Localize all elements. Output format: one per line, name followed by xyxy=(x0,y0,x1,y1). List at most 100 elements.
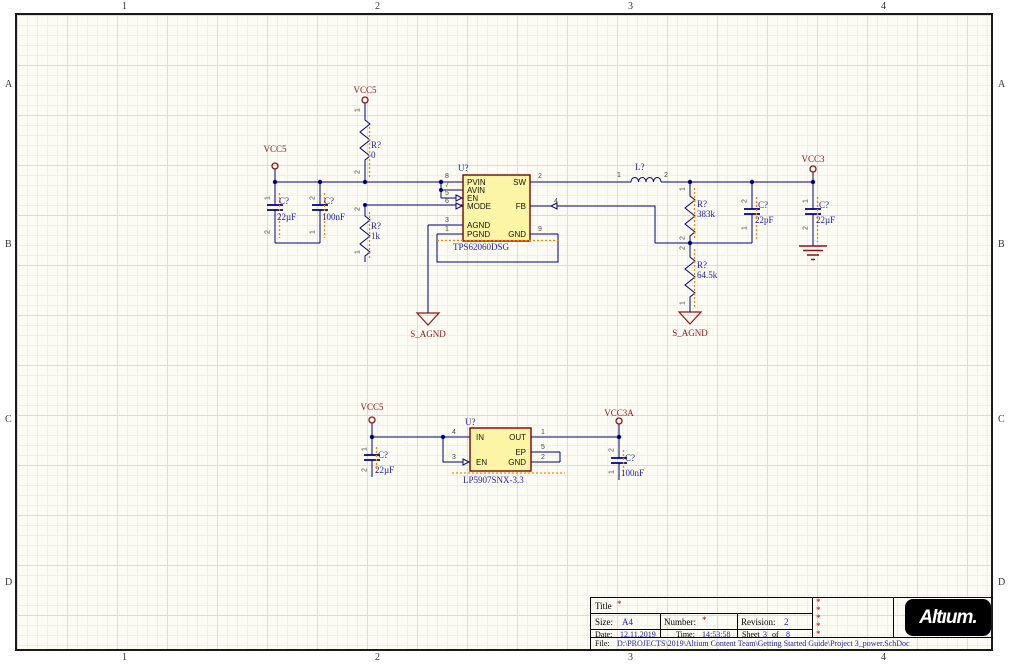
ind-l1-ref[interactable]: L? xyxy=(635,162,645,172)
u2-pin2-num: 2 xyxy=(541,453,545,461)
power-port-vcc3a-label[interactable]: VCC3A xyxy=(604,408,634,418)
zone-row-d-right: D xyxy=(998,577,1006,588)
param-placeholder-4: * xyxy=(816,621,821,631)
vcc3a-port-circle xyxy=(615,417,623,425)
u1-pin4-num: 4 xyxy=(554,197,558,205)
param-placeholder-2: * xyxy=(816,605,821,615)
res-r1-pin1: 1 xyxy=(354,108,362,112)
resistor-r4-zigzag xyxy=(684,243,696,312)
power-port-vcc3-label[interactable]: VCC3 xyxy=(801,154,825,164)
res-r1-pin2: 2 xyxy=(354,170,362,174)
u2-pin-in-name: IN xyxy=(476,432,484,442)
size-value: A4 xyxy=(622,617,633,627)
res-r3-ref[interactable]: R? xyxy=(697,199,707,209)
resistor-r1-zigzag xyxy=(359,103,371,182)
u1-pin-en-name: EN xyxy=(467,193,479,203)
cap-c2-pin2: 2 xyxy=(309,196,317,200)
resistor-r2-zigzag xyxy=(359,205,371,262)
file-label: File: xyxy=(595,639,610,648)
ic-u2-body xyxy=(469,427,532,472)
sagnd-left-label[interactable]: S_AGND xyxy=(410,329,446,339)
ind-l1-pin2: 2 xyxy=(664,172,668,179)
power-port-circles[interactable] xyxy=(271,96,817,425)
cap-c1-pin2: 2 xyxy=(264,230,272,234)
ic-u1-ref[interactable]: U? xyxy=(458,163,469,173)
res-r3-value[interactable]: 383k xyxy=(697,209,715,219)
u1-pin1-num: 1 xyxy=(445,225,449,233)
res-r2-value[interactable]: 1k xyxy=(371,231,380,241)
ic-u2-ref[interactable]: U? xyxy=(465,417,476,427)
wires[interactable] xyxy=(274,169,814,480)
ground-symbols[interactable] xyxy=(415,245,827,326)
zone-col-1-bottom: 1 xyxy=(122,652,127,663)
sagnd-right-label[interactable]: S_AGND xyxy=(672,328,708,338)
cap-c5-ref[interactable]: C? xyxy=(378,450,388,460)
res-r2-ref[interactable]: R? xyxy=(371,221,381,231)
res-r4-ref[interactable]: R? xyxy=(697,260,707,270)
cap-c6-pin1: 1 xyxy=(608,470,616,474)
res-r4-pin1: 1 xyxy=(679,301,687,305)
res-r1-ref[interactable]: R? xyxy=(371,140,381,150)
u1-pin6-num: 6 xyxy=(445,197,449,205)
u1-pin-sw-name: SW xyxy=(513,177,526,187)
res-r1-value[interactable]: 0 xyxy=(371,150,376,160)
u2-pin-gnd-name: GND xyxy=(508,457,526,467)
u2-pin4-num: 4 xyxy=(452,428,456,436)
zone-col-2-top: 2 xyxy=(375,1,380,12)
title-value: * xyxy=(617,599,622,609)
zone-row-b-left: B xyxy=(5,239,12,250)
cap-c4-value[interactable]: 22µF xyxy=(816,215,836,225)
cap-c4-pin2: 2 xyxy=(802,226,810,230)
param-placeholder-1: * xyxy=(816,597,821,607)
power-port-vcc5-r-label[interactable]: VCC5 xyxy=(353,85,377,95)
zone-col-4-bottom: 4 xyxy=(881,652,886,663)
cap-c6-value[interactable]: 100nF xyxy=(621,468,645,478)
cap-c2-ref[interactable]: C? xyxy=(324,196,334,206)
param-placeholder-3: * xyxy=(816,613,821,623)
number-label: Number: xyxy=(664,617,696,627)
revision-label: Revision: xyxy=(741,617,776,627)
sheet-of-label: of xyxy=(772,630,779,639)
sagnd-left-triangle xyxy=(415,312,441,326)
zone-row-a-left: A xyxy=(5,79,13,90)
res-r4-value[interactable]: 64.5k xyxy=(697,270,718,280)
sagnd-right-triangle xyxy=(677,311,703,325)
capacitor-plates[interactable] xyxy=(267,204,821,464)
zone-row-a-right: A xyxy=(998,79,1006,90)
zone-col-3-bottom: 3 xyxy=(628,652,633,663)
cap-c5-pin2: 2 xyxy=(361,468,369,472)
vcc5-ldo-port-circle xyxy=(368,416,376,424)
power-port-vcc5-label[interactable]: VCC5 xyxy=(263,144,287,154)
arrow-pin-en-ldo xyxy=(462,458,471,466)
cap-c3-value[interactable]: 22pF xyxy=(755,215,774,225)
zone-row-b-right: B xyxy=(998,239,1005,250)
cap-c6-ref[interactable]: C? xyxy=(625,453,635,463)
ic-u1-part[interactable]: TPS62060DSG xyxy=(453,242,510,252)
inductor-symbol[interactable] xyxy=(630,177,662,183)
u1-pin2-num: 2 xyxy=(538,173,542,180)
res-r3-pin1: 1 xyxy=(679,187,687,191)
ic-u2-part[interactable]: LP5907SNX-3.3 xyxy=(463,475,524,485)
cap-c2-value[interactable]: 100nF xyxy=(322,212,346,222)
zone-row-c-right: C xyxy=(998,414,1005,425)
cap-c2-pin1: 1 xyxy=(309,230,317,234)
arrow-pin-fb xyxy=(549,202,558,210)
cap-c5-pin1: 1 xyxy=(361,447,369,451)
u2-pin5-num: 5 xyxy=(541,443,545,451)
cap-c1-ref[interactable]: C? xyxy=(279,196,289,206)
date-value: 12.11.2019 xyxy=(620,630,656,639)
u1-pin-fb-name: FB xyxy=(515,201,526,211)
power-port-vcc5-ldo-label[interactable]: VCC5 xyxy=(360,402,384,412)
u1-pin-pgnd-name: PGND xyxy=(467,229,491,239)
cap-c3-ref[interactable]: C? xyxy=(758,200,768,210)
junction-dots xyxy=(272,179,816,440)
cap-c5-value[interactable]: 22µF xyxy=(375,465,395,475)
u2-pin1-num: 1 xyxy=(541,428,545,436)
cap-c4-pin1: 1 xyxy=(802,199,810,203)
cap-c4-ref[interactable]: C? xyxy=(819,200,829,210)
cap-c1-value[interactable]: 22µF xyxy=(277,212,297,222)
zone-col-3-top: 3 xyxy=(628,1,633,12)
ic-bodies[interactable] xyxy=(462,174,532,472)
